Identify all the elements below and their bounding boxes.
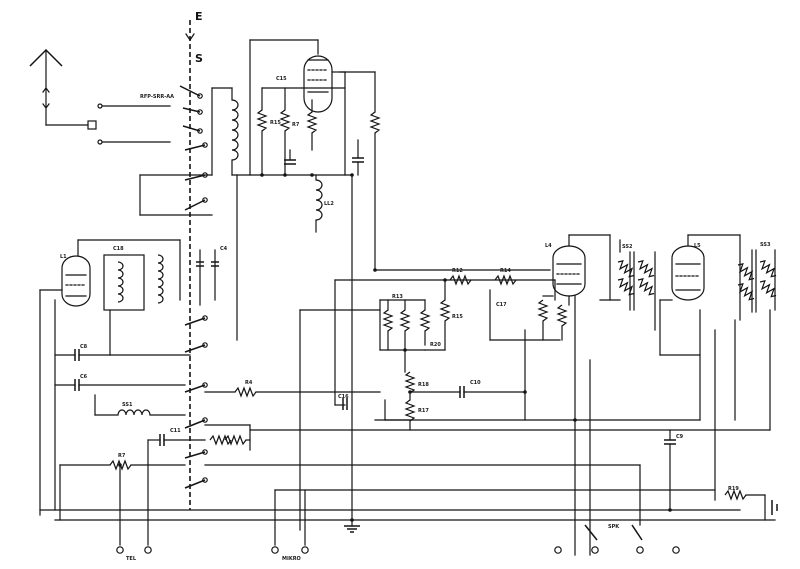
spk-terminal-4 bbox=[672, 546, 680, 554]
transformer-ss2: SS2 bbox=[599, 239, 658, 331]
vacuum-tube-icon bbox=[303, 55, 333, 113]
l5-label: L5 bbox=[694, 243, 701, 249]
r19-label: R19 bbox=[728, 486, 739, 492]
transformer-ss3: SS3 bbox=[734, 234, 780, 431]
arrow-down-icon bbox=[185, 33, 195, 42]
r14-label: R14 bbox=[500, 268, 511, 274]
switch-contacts bbox=[179, 85, 208, 489]
c9-label: C9 bbox=[676, 434, 684, 440]
c8-label: C8 bbox=[80, 344, 88, 350]
inductor-icon bbox=[157, 254, 164, 304]
r17-label: R17 bbox=[418, 408, 429, 414]
earth-label: E bbox=[195, 10, 203, 23]
mid-network: R13 R20 R18 R17 C10 C16 bbox=[299, 269, 556, 531]
tube-l5: L5 bbox=[659, 234, 741, 501]
spk-terminal-2 bbox=[591, 546, 599, 554]
spk-terminal-1 bbox=[554, 546, 562, 554]
tel-terminal-2 bbox=[144, 546, 152, 554]
c4-label: C4 bbox=[220, 246, 228, 252]
bottom-terminals: TEL MIKRO SPK bbox=[116, 464, 680, 562]
choke-icon bbox=[315, 179, 323, 221]
r13b-label: R13 bbox=[392, 294, 403, 300]
resistor-r4: R4 bbox=[204, 380, 381, 397]
vacuum-tube-icon bbox=[671, 245, 705, 301]
c11-label: C11 bbox=[170, 428, 181, 434]
l4-label: L4 bbox=[545, 243, 552, 249]
c16-label: C16 bbox=[338, 394, 349, 400]
ss3-label: SS3 bbox=[760, 242, 771, 248]
mikro-terminal-1 bbox=[271, 546, 279, 554]
tube-l3 bbox=[249, 39, 333, 176]
l1-label: L1 bbox=[60, 254, 67, 260]
tel-terminal-1 bbox=[116, 546, 124, 554]
left-bus-capacitors: C8 C6 bbox=[54, 299, 186, 511]
bottom-buses: C9 R19 bbox=[39, 419, 778, 521]
tel-label: TEL bbox=[126, 556, 137, 562]
mikro-label: MIKRO bbox=[282, 556, 301, 562]
inductor-icon bbox=[231, 99, 239, 161]
spk-label: SPK bbox=[608, 524, 620, 530]
ss2-label: SS2 bbox=[622, 244, 633, 250]
c6-label: C6 bbox=[80, 374, 88, 380]
vacuum-tube-icon bbox=[61, 255, 91, 307]
r12-label: R12 bbox=[452, 268, 463, 274]
c18-label: C18 bbox=[113, 246, 124, 252]
vacuum-tube-icon bbox=[552, 245, 586, 297]
ll2-label: LL2 bbox=[324, 201, 334, 207]
r15-label: R15 bbox=[452, 314, 463, 320]
r7b-label: R7 bbox=[118, 453, 126, 459]
antenna bbox=[29, 48, 97, 130]
switch-label: S bbox=[195, 52, 203, 65]
choke-ll2: LL2 bbox=[315, 71, 380, 271]
oscillator-section: C18 C4 bbox=[39, 239, 228, 516]
ss1-label: SS1 bbox=[122, 402, 133, 408]
c17-label: C17 bbox=[496, 302, 507, 308]
r7-label: R7 bbox=[292, 122, 300, 128]
spk-terminal-3 bbox=[636, 546, 644, 554]
r13-label: R15 bbox=[270, 120, 281, 126]
mikro-terminal-2 bbox=[301, 546, 309, 554]
r20-label: R20 bbox=[430, 342, 441, 348]
band-label: RFP-SRR-AA bbox=[140, 94, 174, 100]
tube-l1: L1 bbox=[60, 254, 91, 307]
c15-label: C15 bbox=[276, 76, 287, 82]
r18-label: R18 bbox=[418, 382, 429, 388]
inductor-icon bbox=[117, 261, 124, 303]
preamp-resistors: R12 R14 R15 C17 bbox=[424, 268, 561, 351]
inductor-icon bbox=[117, 409, 151, 416]
input-wiring: RFP-SRR-AA bbox=[97, 94, 174, 145]
top-resistor-bank: R15 R7 C15 bbox=[257, 76, 346, 176]
r4-label: R4 bbox=[245, 380, 253, 386]
coil-top bbox=[211, 87, 353, 176]
tube-l4: L4 bbox=[538, 234, 611, 556]
junction-dots bbox=[118, 173, 672, 522]
lower-left-network: SS1 R7 C11 bbox=[59, 394, 251, 546]
vertical-buses bbox=[139, 174, 353, 521]
c10-label: C10 bbox=[470, 380, 481, 386]
switch-bank: E S bbox=[179, 10, 208, 510]
